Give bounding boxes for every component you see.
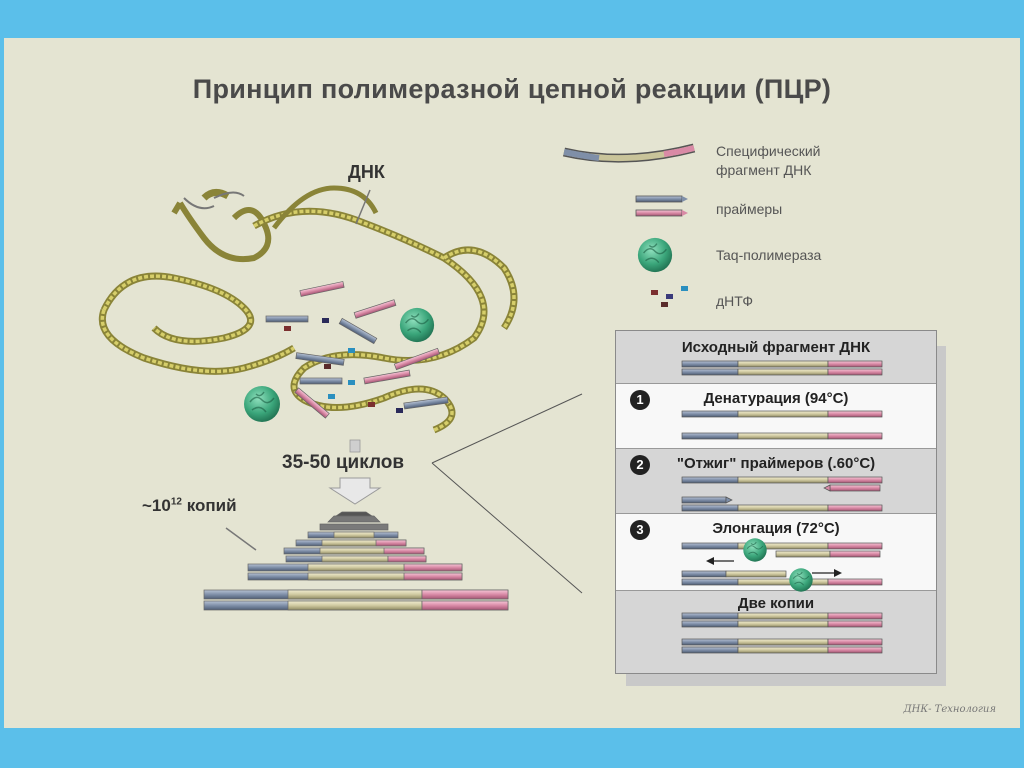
floating-primers	[265, 281, 449, 419]
cycles-label: 35-50 циклов	[282, 452, 405, 473]
credit-text: ДНК- Технология	[903, 704, 997, 715]
legend-fragment-line2: фрагмент ДНК	[716, 162, 812, 178]
step2-title: "Отжиг" праймеров (.60°C)	[676, 455, 876, 472]
panel-strands	[681, 360, 883, 654]
copies-exponent: 12	[170, 496, 182, 508]
step1-number: 1	[630, 390, 650, 410]
polymerase-molecule	[243, 385, 281, 423]
legend-fragment-line1: Специфический	[716, 143, 821, 159]
step3-title: Элонгация (72°C)	[712, 520, 840, 537]
legend-polymerase-label: Taq-полимераза	[716, 247, 822, 263]
legend-polymerase-icon	[637, 237, 673, 273]
elongation-polymerase-2	[788, 567, 814, 593]
copies-label: ~1012 копий	[142, 496, 237, 516]
step2-number: 2	[630, 455, 650, 475]
elongation-polymerase-1	[742, 537, 768, 563]
tangled-dna-strand	[99, 185, 518, 434]
initial-fragment-title: Исходный фрагмент ДНК	[681, 339, 871, 356]
pcr-steps-panel: Исходный фрагмент ДНК 1 Денатурация (94°…	[615, 330, 937, 674]
step3-number: 3	[630, 520, 650, 540]
legend-primers-label: праймеры	[716, 201, 783, 217]
legend-dntp-label: дНТФ	[716, 293, 754, 309]
dna-label: ДНК	[348, 162, 385, 182]
cycle-arrow	[328, 439, 382, 505]
legend-primers-icon	[635, 195, 688, 217]
copies-pointer-line	[225, 527, 257, 551]
legend-fragment-icon	[562, 143, 696, 163]
copies-prefix: ~10	[142, 496, 171, 515]
elongation-arrows	[706, 557, 842, 577]
two-copies-title: Две копии	[737, 595, 815, 612]
zoom-line-top	[431, 393, 583, 464]
page-title: Принцип полимеразной цепной реакции (ПЦР…	[192, 74, 832, 104]
two-copies-row: Две копии	[616, 591, 936, 673]
diagram-canvas	[99, 143, 696, 611]
polymerase-molecule	[399, 307, 435, 343]
legend-fragment-label: Специфический фрагмент ДНК	[716, 142, 821, 180]
zoom-line-bottom	[431, 462, 583, 594]
slide: Принцип полимеразной цепной реакции (ПЦР…	[4, 38, 1020, 728]
copies-suffix: копий	[181, 496, 237, 515]
floating-dntps	[284, 318, 403, 413]
copies-pyramid	[203, 511, 509, 611]
dna-pointer-line	[355, 189, 371, 225]
legend-dntp-icon	[651, 286, 688, 307]
step1-title: Денатурация (94°C)	[703, 390, 849, 407]
